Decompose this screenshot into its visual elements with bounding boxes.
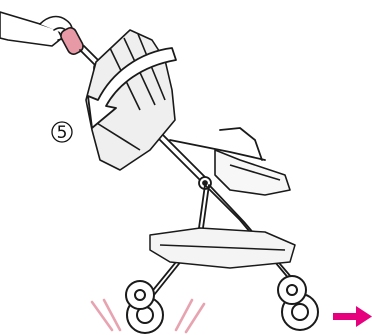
rear-wheel-right: [126, 281, 154, 309]
basket: [150, 228, 295, 268]
step-number-badge: 5: [52, 122, 72, 143]
step-number: 5: [57, 123, 68, 143]
push-arrow-icon: [333, 306, 372, 327]
front-wheel-right: [278, 276, 306, 304]
hand-icon: [0, 12, 72, 46]
